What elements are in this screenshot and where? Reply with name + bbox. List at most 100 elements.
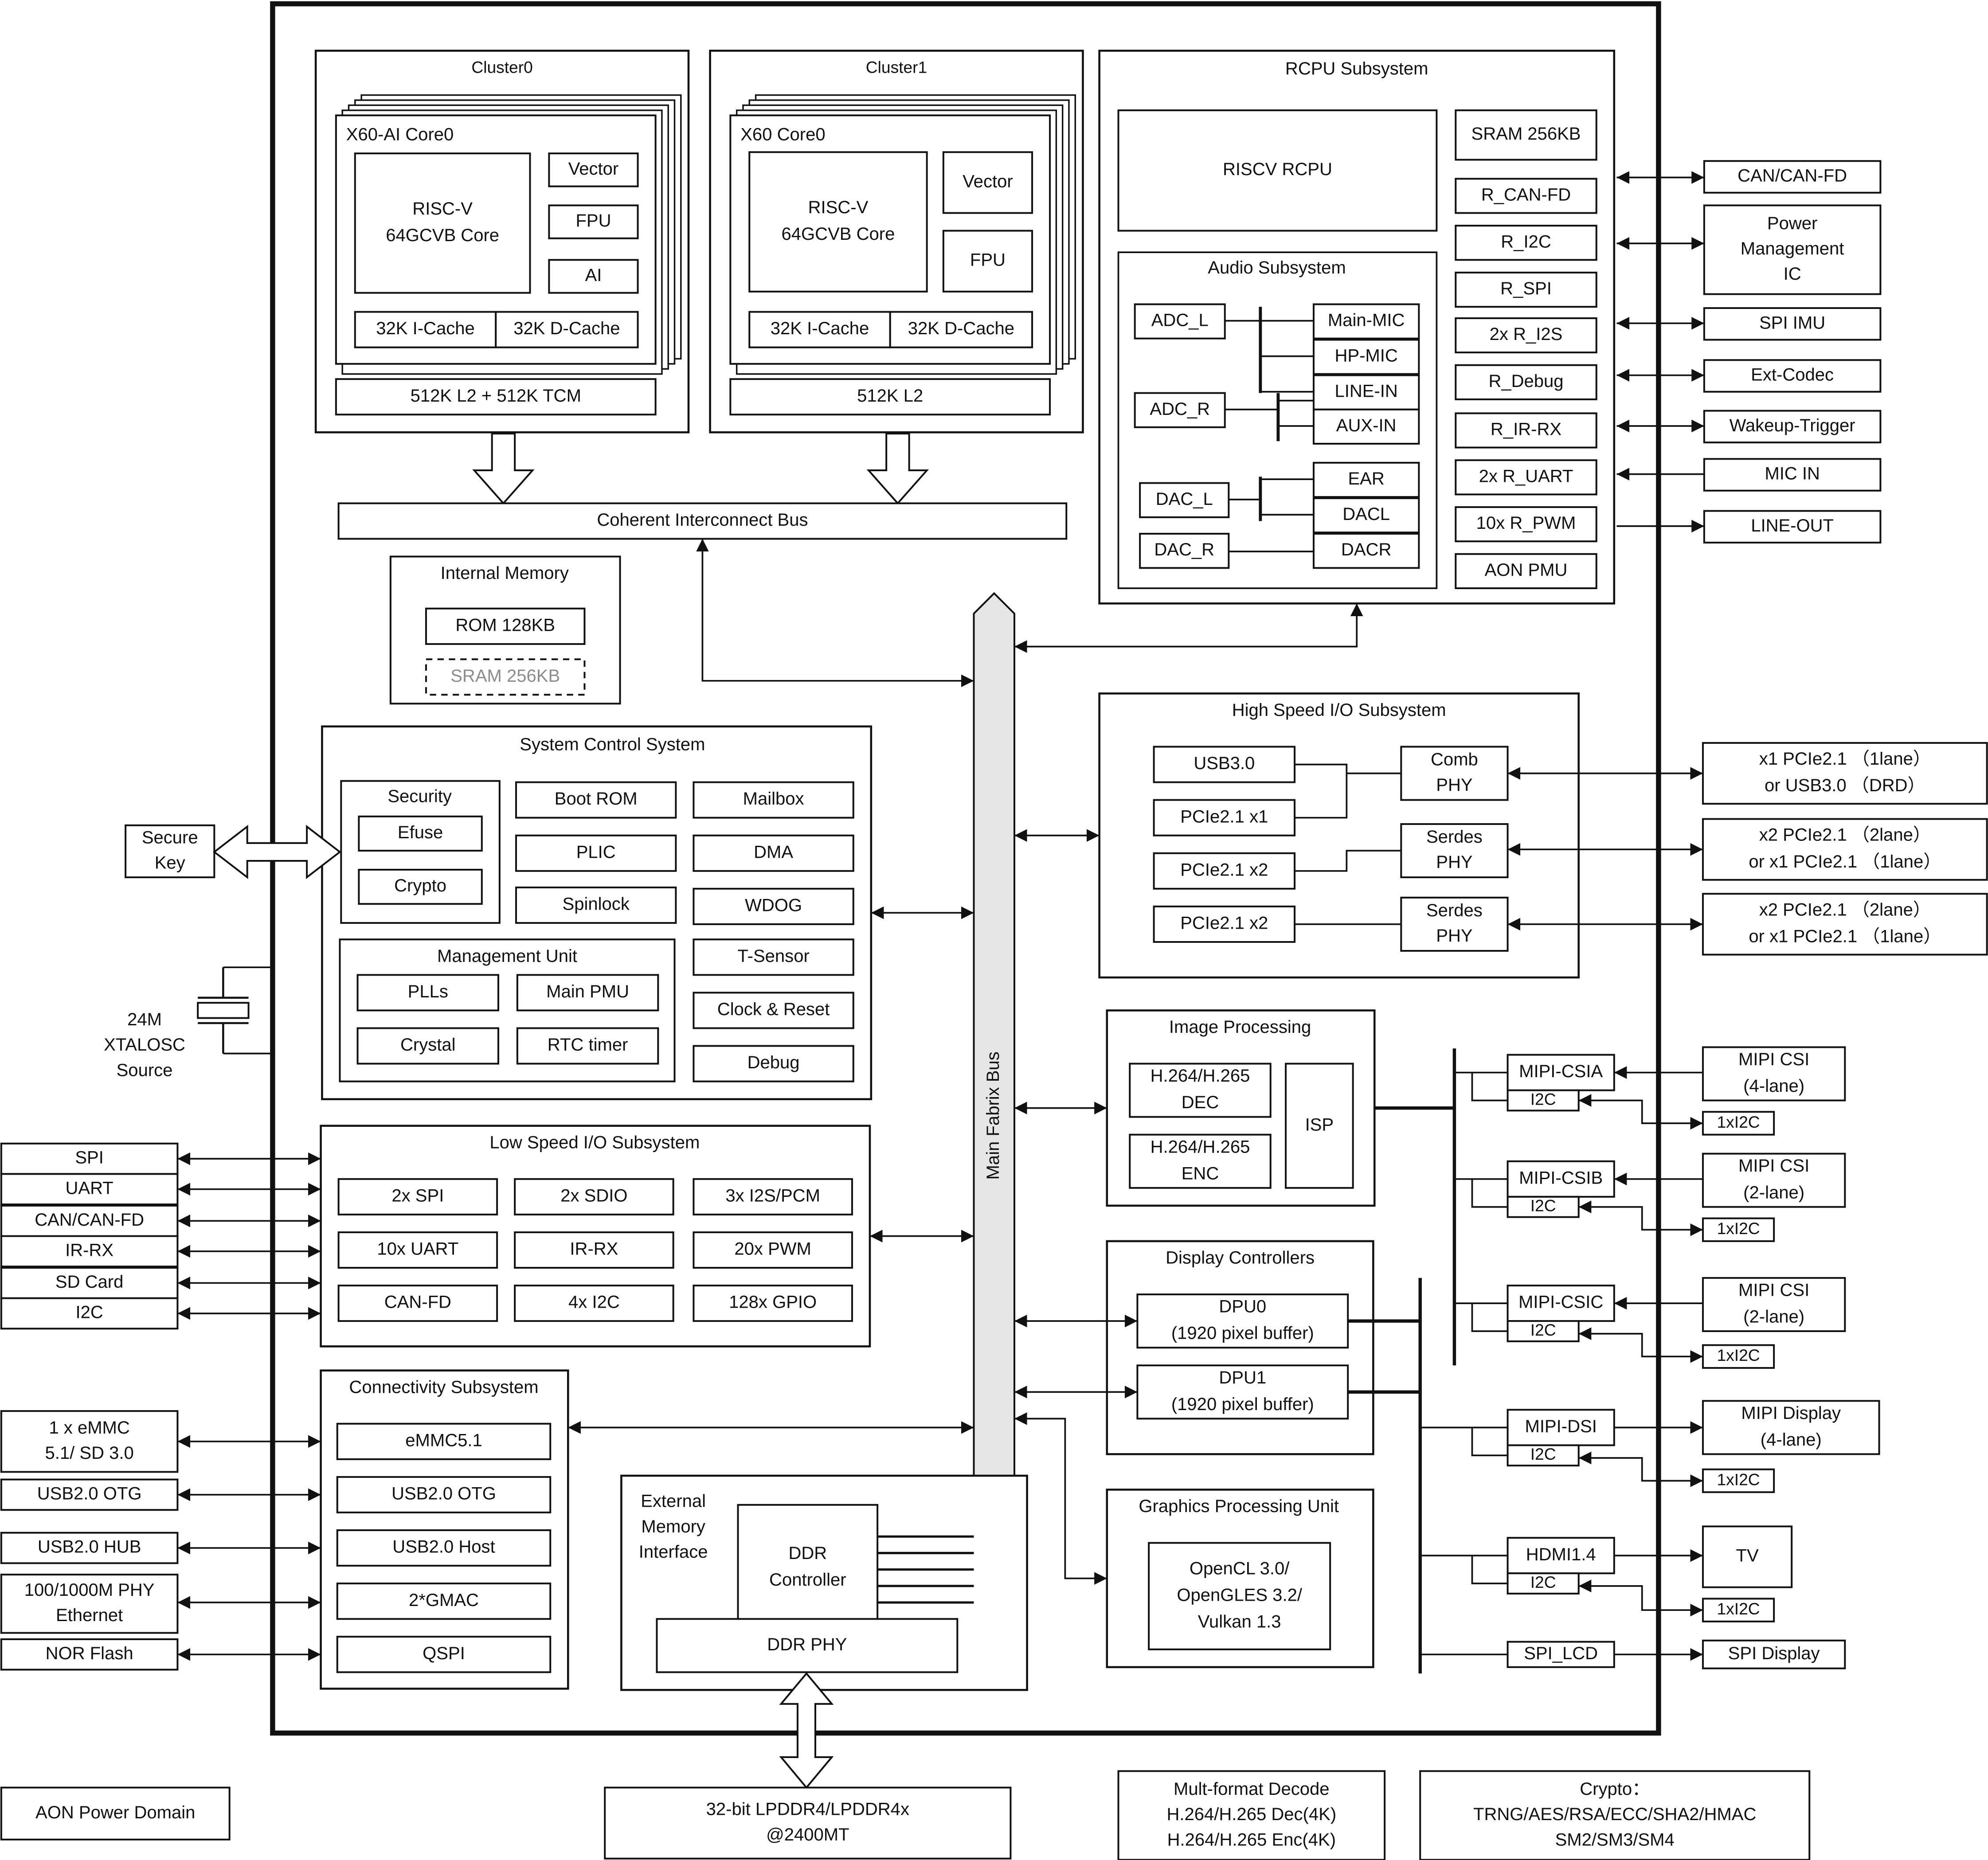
t-sensor-label-line-1: T-Sensor: [737, 946, 809, 966]
low-speed-external-6: [0, 1297, 179, 1330]
cluster1-vector-label-line-1: Vector: [963, 172, 1013, 191]
crystal: [356, 1027, 499, 1065]
connectivity-external-1-label-line-2: 5.1/ SD 3.0: [45, 1443, 133, 1463]
high-speed-external-3-label-line-2: or x1 PCIe2.1 （1lane）: [1749, 927, 1941, 946]
rcpu-item-1: [1455, 109, 1597, 161]
usb3: [1153, 746, 1296, 783]
internal-sram-label-line-1: SRAM 256KB: [450, 666, 560, 686]
comb-phy-label-line-1: Comb: [1431, 750, 1478, 770]
connectivity-external-4: [0, 1574, 179, 1634]
cluster1-dcache-label-line-1: 32K D-Cache: [908, 319, 1014, 338]
wdog-label-line-1: WDOG: [745, 895, 802, 915]
rcpu-item-8-label-line-1: 2x R_UART: [1479, 466, 1573, 486]
audio-output-2-label-line-1: DACL: [1342, 504, 1390, 524]
connectivity-external-1-label-line-1: 1 x eMMC: [49, 1418, 129, 1438]
mipi-csic-label-line-1: MIPI-CSIC: [1518, 1293, 1603, 1312]
mailbox: [693, 781, 854, 819]
usb-pcie-merge-line: [1295, 763, 1348, 819]
usb3-label-line-1: USB3.0: [1194, 754, 1255, 773]
connectivity-cell-4-label-line-1: 2*GMAC: [409, 1590, 479, 1610]
external-i2c-5-label-line-1: 1xI2C: [1717, 1599, 1760, 1618]
low-speed-cell-4-label-line-1: 10x UART: [377, 1239, 458, 1259]
rcpu-item-8: [1455, 459, 1597, 496]
high-speed-external-1: [1702, 742, 1988, 805]
rcpu-item-5-label-line-1: 2x R_I2S: [1490, 324, 1563, 344]
external-i2c-3: [1702, 1344, 1775, 1369]
lpddr4-memory-label-line-1: 32-bit LPDDR4/LPDDR4x: [706, 1800, 909, 1819]
dma-label-line-1: DMA: [754, 842, 793, 862]
cluster1-risc-core-label-line-1: RISC-V: [808, 198, 869, 217]
serdes-phy-b-label-line-1: Serdes: [1426, 901, 1483, 920]
rcpu-item-9: [1455, 506, 1597, 543]
connectivity-external-3-label-line-1: USB2.0 HUB: [38, 1537, 141, 1557]
mipi-display: [1702, 1400, 1880, 1455]
h265-dec-label-line-2: DEC: [1182, 1093, 1219, 1112]
connectivity-cell-2: [336, 1476, 552, 1513]
crypto-note-label-line-3: SM2/SM3/SM4: [1555, 1830, 1675, 1849]
rcpu-external-1-label-line-1: CAN/CAN-FD: [1738, 166, 1847, 186]
audio-input-3-label-line-1: LINE-IN: [1334, 382, 1397, 401]
low-speed-cell-1: [337, 1178, 498, 1215]
rcpu-external-2: [1703, 204, 1882, 295]
cluster1-title: Cluster1: [866, 58, 927, 76]
dac-l-label-line-1: DAC_L: [1156, 489, 1213, 509]
mipi-display-label-line-1: MIPI Display: [1741, 1403, 1841, 1423]
rcpu-item-3: [1455, 225, 1597, 261]
cluster1-l2-label-line-1: 512K L2: [857, 386, 923, 406]
mipi-csi-2lane-a-label-line-2: (2-lane): [1743, 1183, 1804, 1202]
debug-label-line-1: Debug: [747, 1053, 800, 1072]
high-speed-external-1-label-line-2: or USB3.0 （DRD）: [1765, 776, 1925, 795]
external-memory-title-line-3: Interface: [639, 1542, 708, 1562]
pcie-x1: [1153, 799, 1296, 836]
clock-reset: [693, 992, 854, 1029]
audio-title: Audio Subsystem: [1208, 258, 1346, 277]
cluster0-risc-core-label-line-2: 64GCVB Core: [386, 226, 499, 245]
hdmi-i2c-label-line-1: I2C: [1530, 1573, 1556, 1591]
low-speed-cell-1-label-line-1: 2x SPI: [391, 1186, 444, 1205]
rom-128kb-label-line-1: ROM 128KB: [455, 615, 555, 635]
rcpu-item-6-label-line-1: R_Debug: [1488, 371, 1563, 391]
cluster0-ai: [548, 259, 639, 294]
clock-reset-label-line-1: Clock & Reset: [717, 1000, 830, 1019]
mipi-dsi-i2c-link: [1471, 1427, 1508, 1457]
adc-l-label-line-1: ADC_L: [1151, 311, 1209, 330]
spinlock-label-line-1: Spinlock: [563, 895, 630, 914]
image-processing-title: Image Processing: [1169, 1017, 1311, 1037]
mailbox-label-line-1: Mailbox: [743, 789, 804, 809]
crypto-note-label-line-1: Crypto：: [1580, 1779, 1650, 1799]
mipi-csia-label-line-1: MIPI-CSIA: [1519, 1062, 1603, 1081]
mipi-dsi-i2c-label-line-1: I2C: [1530, 1445, 1556, 1463]
high-speed-title: High Speed I/O Subsystem: [1232, 700, 1446, 720]
plic-label-line-1: PLIC: [576, 842, 616, 862]
connectivity-cell-2-label-line-1: USB2.0 OTG: [391, 1484, 496, 1504]
crypto-note-label-line-2: TRNG/AES/RSA/ECC/SHA2/HMAC: [1473, 1805, 1756, 1824]
low-speed-external-5: [0, 1266, 179, 1299]
secure-key-label-line-1: Secure: [142, 828, 198, 847]
tv-label-line-1: TV: [1736, 1546, 1759, 1566]
coherent-interconnect-bus: [337, 502, 1068, 540]
rcpu-item-4-label-line-1: R_SPI: [1500, 279, 1552, 298]
connectivity-cell-1: [336, 1422, 552, 1460]
mipi-csib-label-line-1: MIPI-CSIB: [1519, 1168, 1603, 1188]
secure-key: [125, 824, 215, 879]
dac-r: [1139, 533, 1230, 569]
comb-phy-label-line-2: PHY: [1436, 775, 1472, 795]
connectivity-external-4-label-line-2: Ethernet: [56, 1606, 123, 1625]
plls-label-line-1: PLLs: [408, 982, 448, 1001]
dpu1-label-line-2: (1920 pixel buffer): [1171, 1395, 1314, 1414]
mipi-csia-i2c-label-line-1: I2C: [1530, 1090, 1556, 1108]
rcpu-external-7: [1703, 510, 1882, 544]
rcpu-item-9-label-line-1: 10x R_PWM: [1476, 513, 1576, 533]
tv: [1702, 1525, 1793, 1588]
gpu-api-label-line-2: OpenGLES 3.2/: [1177, 1585, 1303, 1605]
low-speed-cell-7-label-line-1: CAN-FD: [384, 1293, 451, 1312]
t-sensor: [693, 938, 854, 976]
xtal-source-line-1: 24M: [127, 1010, 162, 1029]
ddr-controller-label-line-2: Controller: [769, 1570, 846, 1590]
mipi-csib: [1507, 1160, 1615, 1198]
mipi-csi-2lane-b-label-line-1: MIPI CSI: [1738, 1280, 1809, 1300]
rtc-timer-label-line-1: RTC timer: [548, 1035, 628, 1055]
mipi-csib-i2c-link: [1471, 1179, 1508, 1208]
serdes-phy-a-label-line-1: Serdes: [1426, 827, 1483, 847]
external-i2c-3-label-line-1: 1xI2C: [1717, 1346, 1760, 1364]
